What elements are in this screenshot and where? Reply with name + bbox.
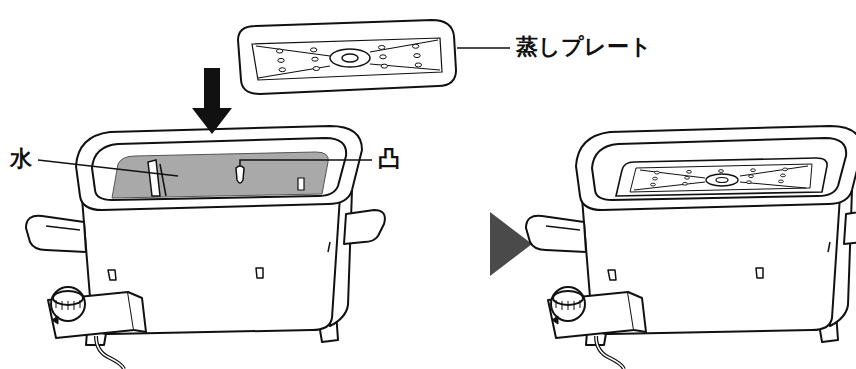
step-arrow (490, 212, 532, 276)
leader-line (38, 160, 178, 176)
plate-hole (381, 64, 387, 68)
steam-plate-inserted (616, 158, 827, 196)
plate-hole (747, 181, 752, 184)
steam-plate (238, 20, 456, 94)
plate-hole (651, 183, 656, 186)
plate-hole (749, 175, 754, 178)
plate-hole (414, 54, 420, 58)
plate-hole (415, 63, 421, 67)
plate-hole (412, 44, 418, 48)
plate-hole (276, 49, 282, 53)
part-label: 蒸しプレート (516, 34, 652, 59)
pot-left (26, 126, 385, 369)
plate-hole (653, 177, 658, 180)
part-label: 凸 (378, 146, 400, 171)
plate-hole (685, 176, 690, 179)
plate-hole (783, 168, 788, 171)
plate-hole (655, 171, 660, 174)
water (112, 152, 328, 198)
plate-hole (279, 68, 285, 72)
plate-hole (781, 174, 786, 177)
plate-hole (779, 180, 784, 183)
plate-hole (378, 45, 384, 49)
part-label: 水 (10, 146, 32, 171)
plate-hole (683, 182, 688, 185)
leader-line (457, 47, 510, 49)
plate-hole (278, 58, 284, 62)
plate-hole (687, 170, 692, 173)
pot-right (526, 126, 856, 369)
plate-hole (719, 170, 724, 173)
plate-hole (310, 48, 316, 52)
insert-arrow (192, 68, 232, 134)
inner-rib (148, 160, 166, 196)
plate-hole (380, 55, 386, 59)
plate-hole (312, 57, 318, 61)
boss (236, 166, 244, 183)
plate-hole (313, 67, 319, 71)
inner-rib (298, 178, 304, 190)
leader-line (240, 160, 372, 166)
plate-hole (751, 169, 756, 172)
